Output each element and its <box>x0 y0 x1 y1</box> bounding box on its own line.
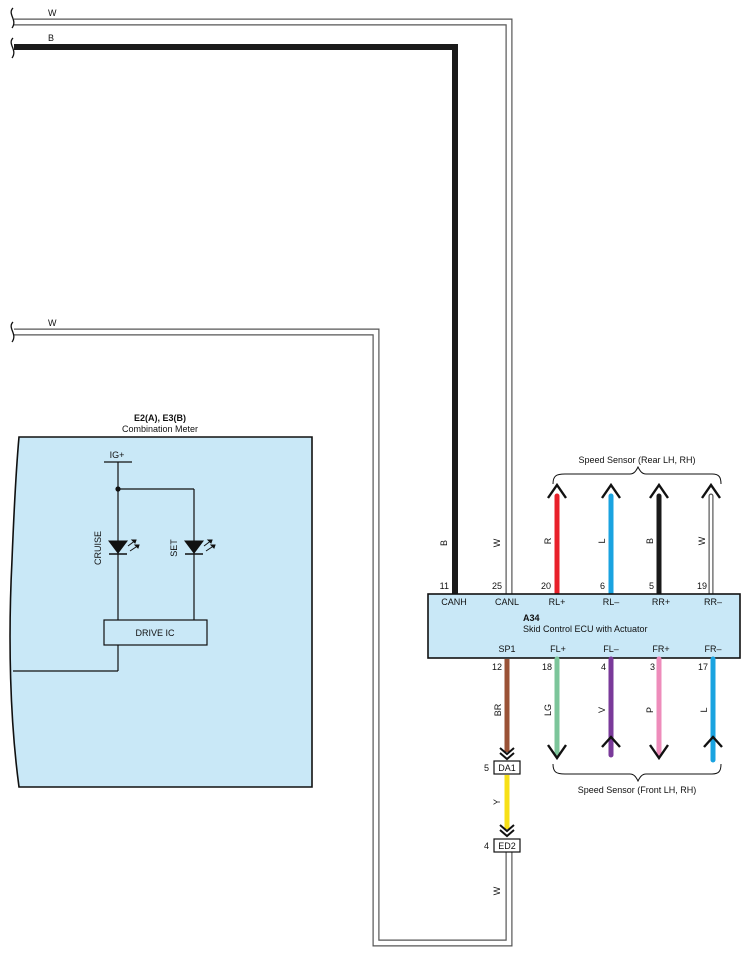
connector-da1 <box>493 760 521 775</box>
cruise-led-icon <box>108 539 140 555</box>
pin-name-rl-minus: RL– <box>603 597 620 607</box>
connector-da1-pin: 5 <box>484 763 489 773</box>
pin-name-fl-plus: FL+ <box>550 644 566 654</box>
rear-sensor-label: Speed Sensor (Rear LH, RH) <box>578 455 695 465</box>
pin-num-fr-minus: 17 <box>698 662 708 672</box>
combination-meter-box <box>9 436 313 788</box>
front-sensor-wires <box>554 656 716 763</box>
pin-num-fl-minus: 4 <box>601 662 606 672</box>
front-sensor-bracket <box>552 763 722 783</box>
pin-num-rl-minus: 6 <box>600 581 605 591</box>
ecu-name: Skid Control ECU with Actuator <box>523 624 648 634</box>
skid-control-ecu-box <box>427 593 741 659</box>
fl-plus-wire-color: LG <box>543 704 553 716</box>
pin-name-sp1: SP1 <box>498 644 515 654</box>
fr-plus-wire-color: P <box>645 707 655 713</box>
cruise-label: CRUISE <box>93 531 103 565</box>
meter-name: Combination Meter <box>122 424 198 434</box>
pin-name-fl-minus: FL– <box>603 644 619 654</box>
pin-name-canl: CANL <box>495 597 519 607</box>
pin-name-rr-plus: RR+ <box>652 597 670 607</box>
pin-num-fr-plus: 3 <box>650 662 655 672</box>
wire-label-top-w: W <box>48 8 57 18</box>
junction-dot <box>115 486 121 492</box>
rear-sensor-bracket <box>552 465 722 485</box>
meter-ids: E2(A), E3(B) <box>134 413 186 423</box>
connector-ed2 <box>493 838 521 853</box>
front-sensor-arrows <box>547 735 723 761</box>
connector-ed2-pin: 4 <box>484 841 489 851</box>
set-label: SET <box>169 539 179 557</box>
ed2-chevron-icon <box>499 824 515 838</box>
rear-sensor-wires <box>554 493 714 596</box>
pin-num-rl-plus: 20 <box>541 581 551 591</box>
sp1-wire-color: BR <box>493 703 503 716</box>
fl-minus-wire-color: V <box>597 707 607 713</box>
connector-ed2-label: ED2 <box>498 841 516 851</box>
rl-minus-wire-color: L <box>597 538 607 543</box>
fr-minus-wire-color: L <box>699 707 709 712</box>
pin-num-rr-plus: 5 <box>649 581 654 591</box>
wire-b-canh <box>14 44 458 595</box>
ecu-bottom-pins: SP1 FL+ FL– FR+ FR– 12 18 4 3 17 <box>492 644 722 672</box>
rl-plus-wire-color: R <box>543 537 553 544</box>
pin-name-rl-plus: RL+ <box>549 597 566 607</box>
pin-num-fl-plus: 18 <box>542 662 552 672</box>
drive-ic-box <box>103 619 208 646</box>
pin-name-rr-minus: RR– <box>704 597 722 607</box>
pin-name-canh: CANH <box>441 597 467 607</box>
ecu-top-pins: 11 25 20 6 5 19 CANH CANL RL+ RL– RR+ RR… <box>440 581 722 607</box>
rr-minus-wire-color: W <box>697 536 707 545</box>
front-sensor-label: Speed Sensor (Front LH, RH) <box>578 785 697 795</box>
pin-name-fr-plus: FR+ <box>652 644 669 654</box>
ecu-id: A34 <box>523 613 540 623</box>
ed2-return-wire-color: W <box>492 886 502 895</box>
white-wires <box>14 18 513 947</box>
pin-name-fr-minus: FR– <box>704 644 721 654</box>
rear-sensor-arrows <box>547 482 721 499</box>
da1-chevron-icon <box>499 747 515 761</box>
break-marks <box>10 7 15 343</box>
pin-num-sp1: 12 <box>492 662 502 672</box>
pin-num-canh: 11 <box>440 581 449 591</box>
drive-ic-label: DRIVE IC <box>135 628 175 638</box>
da1-ed2-wire-color: Y <box>492 799 502 805</box>
pin-num-rr-minus: 19 <box>697 581 707 591</box>
ig-label: IG+ <box>110 450 125 460</box>
canh-wire-color: B <box>439 540 449 546</box>
canl-wire-color: W <box>492 538 502 547</box>
pin-num-canl: 25 <box>492 581 502 591</box>
rr-plus-wire-color: B <box>645 538 655 544</box>
wire-label-top-b: B <box>48 33 54 43</box>
connector-da1-label: DA1 <box>498 763 516 773</box>
set-led-icon <box>184 539 216 555</box>
wire-label-mid-w: W <box>48 318 57 328</box>
